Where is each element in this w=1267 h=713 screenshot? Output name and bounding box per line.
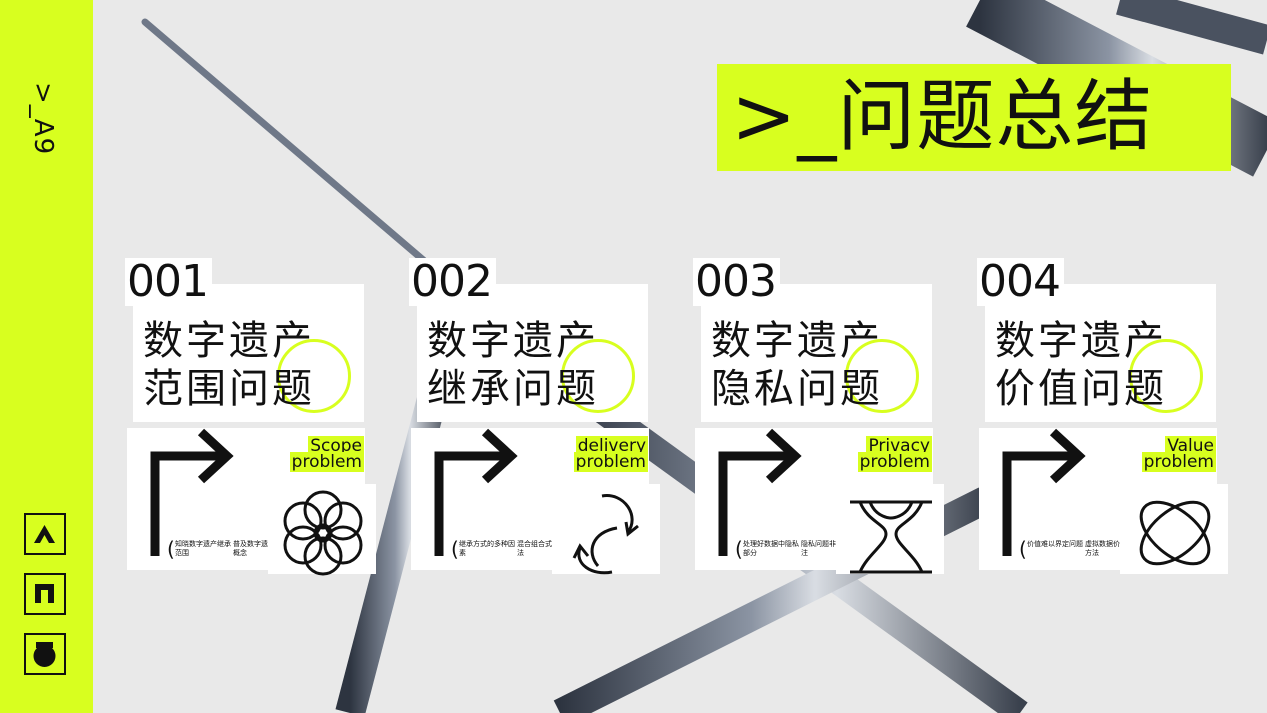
card-note-1: 处理好数据中隐私部分 [743,540,799,557]
card-number: 002 [409,258,496,306]
problem-card-scope: 001 数字遗产 范围问题 Scope problem ( 知晓数字遗产继承范围… [125,258,388,582]
card-english-line2: problem [857,452,932,472]
sidebar-code: >_A9 [24,82,64,182]
sidebar-code-text: >_A9 [28,82,58,156]
card-title-line2: 价值问题 [995,366,1167,412]
hourglass-icon [850,500,932,574]
highlight-ring [561,339,635,413]
card-title-line2: 范围问题 [143,366,315,412]
card-badge [1120,484,1228,574]
problem-card-value: 004 数字遗产 价值问题 Value problem ( 价值难以界定问题 虚… [977,258,1240,582]
card-title-line1: 数字遗产 [711,318,883,364]
card-note-1: 价值难以界定问题 [1027,540,1083,548]
cycle-arrows-icon [572,494,639,575]
chevron-up-icon [24,513,66,555]
card-note-2: 混合组合式继承方法 [517,540,573,557]
square-frame-icon [24,573,66,615]
card-note-2: 普及数字遗产继承概念 [233,540,289,557]
card-english-line1: Value [1165,436,1216,456]
card-note-2: 隐私问题非常受关注 [801,540,857,557]
flower-icon [283,490,363,576]
card-badge [268,484,376,576]
card-english-line2: problem [1141,452,1216,472]
card-badge [552,484,660,575]
card-badge [836,484,944,574]
card-note-1: 知晓数字遗产继承范围 [175,540,231,557]
card-english-line1: delivery [575,436,648,456]
card-english-line2: problem [289,452,364,472]
card-english-label: delivery problem [573,436,648,472]
problem-card-privacy: 003 数字遗产 隐私问题 Privacy problem ( 处理好数据中隐私… [693,258,956,582]
circle-notch-icon [24,633,66,675]
card-title-line2: 隐私问题 [711,366,883,412]
card-english-label: Privacy problem [857,436,932,472]
corner-arrow-icon [1002,428,1086,556]
card-english-label: Value problem [1141,436,1216,472]
page-title: >_问题总结 [731,72,1154,162]
corner-arrow-icon [150,428,234,556]
card-english-line1: Scope [308,436,364,456]
corner-arrow-icon [718,428,802,556]
card-title-line1: 数字遗产 [143,318,315,364]
card-number: 003 [693,258,780,306]
card-note-2: 虚拟数据价值界定方法 [1085,540,1141,557]
card-note-1: 继承方式的多种因素 [459,540,515,557]
card-english-label: Scope problem [289,436,364,472]
card-title-line1: 数字遗产 [995,318,1167,364]
highlight-ring [1129,339,1203,413]
card-english-line2: problem [573,452,648,472]
orbit-icon [1139,500,1211,566]
page-title-box: >_问题总结 [717,64,1231,171]
sidebar: >_A9 [0,0,93,713]
problem-card-delivery: 002 数字遗产 继承问题 delivery problem ( 继承方式的多种… [409,258,672,582]
card-title-line1: 数字遗产 [427,318,599,364]
corner-arrow-icon [434,428,518,556]
card-number: 004 [977,258,1064,306]
highlight-ring [845,339,919,413]
card-number: 001 [125,258,212,306]
card-title-line2: 继承问题 [427,366,599,412]
card-english-line1: Privacy [866,436,932,456]
highlight-ring [277,339,351,413]
